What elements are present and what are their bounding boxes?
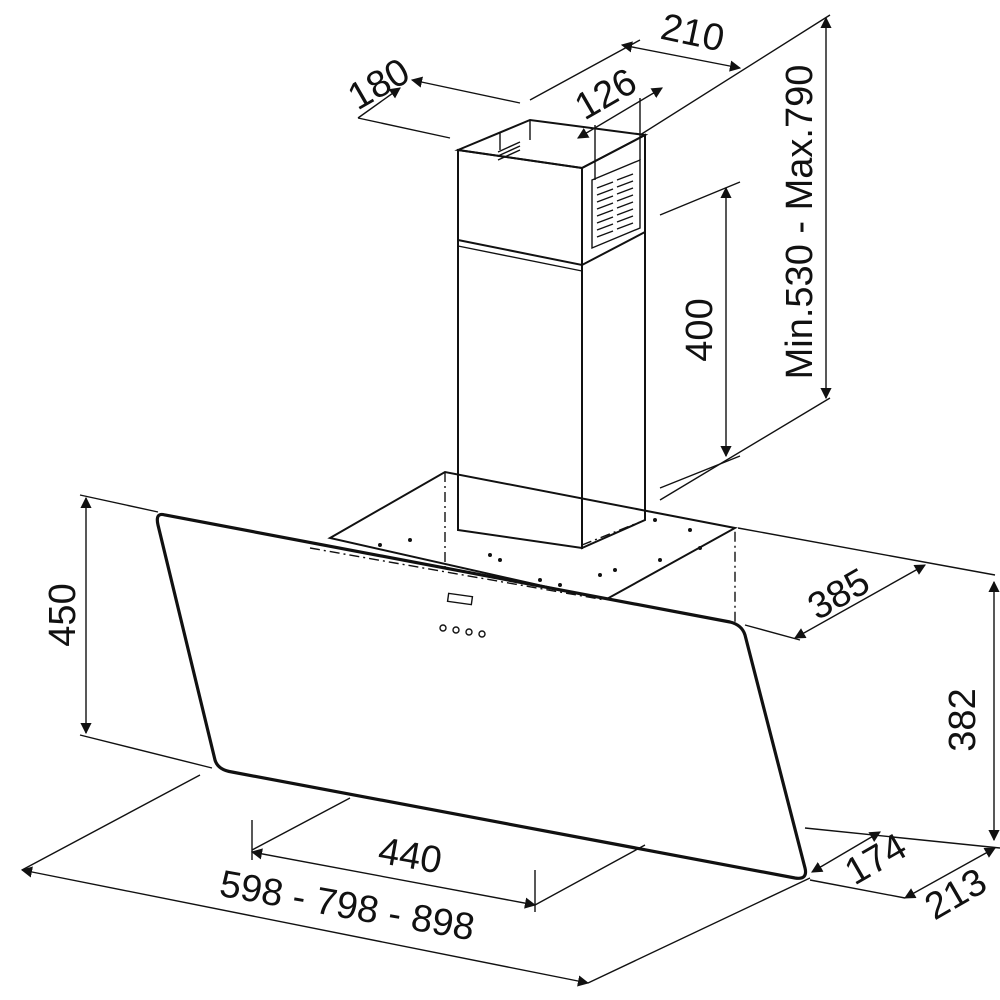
grille-slot (616, 222, 634, 230)
dim-382-label: 382 (942, 688, 984, 751)
dim-385-line (794, 564, 926, 639)
chimney-top (454, 118, 649, 170)
dim-minmax-label: Min.530 - Max.790 (779, 65, 821, 380)
control-button-icon[interactable] (439, 624, 447, 632)
dim-213-line (904, 847, 996, 899)
dim-210-line (620, 41, 742, 72)
dim-180-arrow-1 (357, 87, 401, 119)
dimension-lines (20, 14, 1000, 987)
control-button-icon[interactable] (478, 630, 486, 638)
display-window (446, 592, 474, 606)
grille-slot (616, 180, 634, 188)
dim-126-label: 126 (568, 61, 644, 129)
grille-slot (616, 215, 634, 223)
mount-hole (408, 538, 412, 542)
mount-hole (378, 543, 382, 547)
dim-440-label: 440 (375, 830, 445, 882)
vent-grille (591, 158, 641, 250)
grille-slot (596, 230, 614, 238)
mount-hole (653, 518, 657, 522)
chimney-joint (457, 231, 646, 267)
dim-126-line (577, 87, 663, 139)
mount-hole (613, 568, 617, 572)
motor-body-front (309, 547, 606, 601)
control-button-icon[interactable] (465, 628, 473, 636)
grille-slot (596, 188, 614, 196)
dim-450-label: 450 (42, 583, 84, 646)
grille-slot (616, 187, 634, 195)
dim-174-label: 174 (838, 826, 914, 894)
dim-210-label: 210 (657, 6, 728, 60)
dim-180-label: 180 (341, 51, 417, 119)
dim-180-line (410, 76, 521, 104)
grille-slot (616, 201, 634, 209)
mount-hole (698, 546, 702, 550)
glass-panel (155, 512, 808, 880)
mount-hole (538, 578, 542, 582)
mount-hole (498, 558, 502, 562)
mount-hole (598, 573, 602, 577)
grille-slot (596, 216, 614, 224)
grille-slot (596, 195, 614, 203)
body-top (327, 470, 738, 602)
dim-400-label: 400 (679, 298, 721, 361)
grille-slot (596, 223, 614, 231)
grille-slot (596, 181, 614, 189)
chimney (454, 118, 649, 550)
left-grille (497, 141, 521, 161)
dim-213-label: 213 (918, 861, 994, 929)
control-button-icon[interactable] (452, 626, 460, 634)
grille-slot (616, 194, 634, 202)
grille-slot (616, 173, 634, 181)
dim-width-line (20, 866, 590, 987)
grille-slot (596, 202, 614, 210)
mount-hole (688, 528, 692, 532)
chimney-front-face (457, 148, 583, 550)
mount-hole (658, 558, 662, 562)
dim-385-label: 385 (801, 561, 877, 629)
grille-slot (596, 209, 614, 217)
grille-slot (616, 208, 634, 216)
mount-hole (558, 583, 562, 587)
dim-174-line (811, 831, 881, 873)
mount-hole (488, 553, 492, 557)
control-panel (439, 592, 486, 638)
